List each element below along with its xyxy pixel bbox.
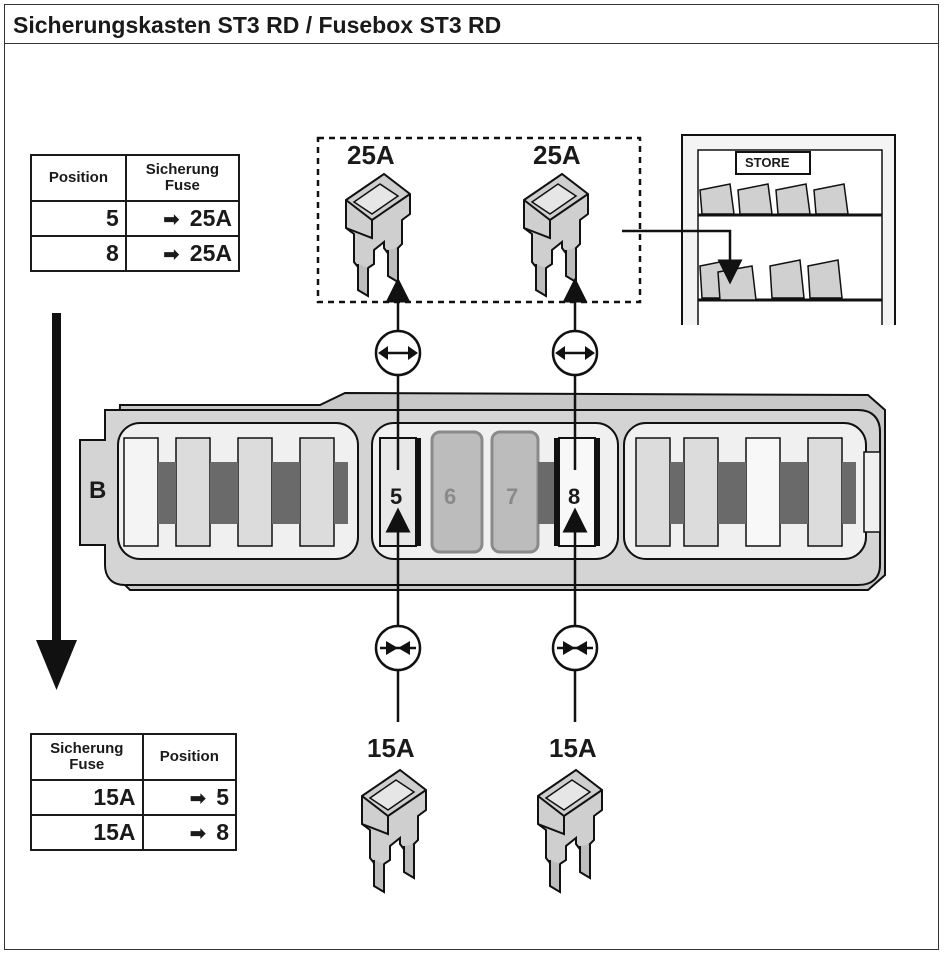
slot-number: 7: [506, 484, 519, 509]
table-insertion: Sicherung Fuse Position 15A ➡5 15A ➡8: [30, 733, 238, 851]
cell-fuse: ➡ 25A: [124, 235, 241, 272]
cell-fuse: ➡ 25A: [124, 200, 241, 237]
cell-position: 5: [30, 200, 127, 237]
arrow-right-icon: ➡: [189, 823, 207, 845]
table-header-position: Position: [30, 154, 127, 202]
cell-position: 8: [30, 235, 127, 272]
table-row: 15A ➡8: [30, 814, 238, 851]
push-together-icon: [374, 624, 422, 672]
push-together-icon: [551, 624, 599, 672]
pull-apart-icon: [551, 329, 599, 377]
fuse-value: 25A: [189, 205, 232, 231]
fuse-label-inserted: 15A: [367, 733, 415, 763]
fuse-label-inserted: 15A: [549, 733, 597, 763]
store-shelf: [622, 134, 896, 325]
table-header-fuse: Sicherung Fuse: [124, 154, 241, 202]
table-header-position: Position: [141, 733, 238, 781]
page-title: Sicherungskasten ST3 RD / Fusebox ST3 RD: [13, 12, 502, 38]
arrow-down-icon: [36, 313, 77, 690]
slot-number: 6: [444, 484, 457, 509]
header-line: Fuse: [164, 177, 200, 194]
header-line: Fuse: [69, 756, 105, 773]
fuse-value: 25A: [189, 240, 232, 266]
cell-fuse: 15A: [30, 779, 144, 816]
slot-number: 8: [568, 484, 581, 509]
table-header-fuse: Sicherung Fuse: [30, 733, 144, 781]
fuse-icon: [523, 173, 589, 297]
header-line: Sicherung: [145, 161, 220, 178]
cell-position: ➡8: [141, 814, 238, 851]
store-label: STORE: [745, 155, 790, 170]
table-removal: Position Sicherung Fuse 5 ➡ 25A 8 ➡ 25A: [30, 154, 241, 272]
table-row: 15A ➡5: [30, 779, 238, 816]
fuse-label-removed: 25A: [347, 140, 395, 170]
title-bar: Sicherungskasten ST3 RD / Fusebox ST3 RD: [4, 4, 939, 44]
arrow-right-icon: ➡: [163, 209, 180, 231]
cell-position: ➡5: [141, 779, 238, 816]
fuse-icon: [361, 769, 427, 893]
fusebox-housing: [79, 391, 886, 591]
arrow-right-icon: ➡: [163, 244, 180, 266]
cell-fuse: 15A: [30, 814, 144, 851]
table-row: 8 ➡ 25A: [30, 235, 241, 272]
pull-apart-icon: [374, 329, 422, 377]
position-value: 5: [216, 784, 229, 810]
arrow-right-icon: ➡: [189, 788, 207, 810]
slot-number: 5: [390, 484, 403, 509]
connector-label: B: [89, 477, 107, 504]
fuse-label-removed: 25A: [533, 140, 581, 170]
header-line: Sicherung: [50, 740, 124, 757]
fuse-icon: [345, 173, 411, 297]
table-row: 5 ➡ 25A: [30, 200, 241, 237]
position-value: 8: [216, 819, 229, 845]
fuse-icon: [537, 769, 603, 893]
